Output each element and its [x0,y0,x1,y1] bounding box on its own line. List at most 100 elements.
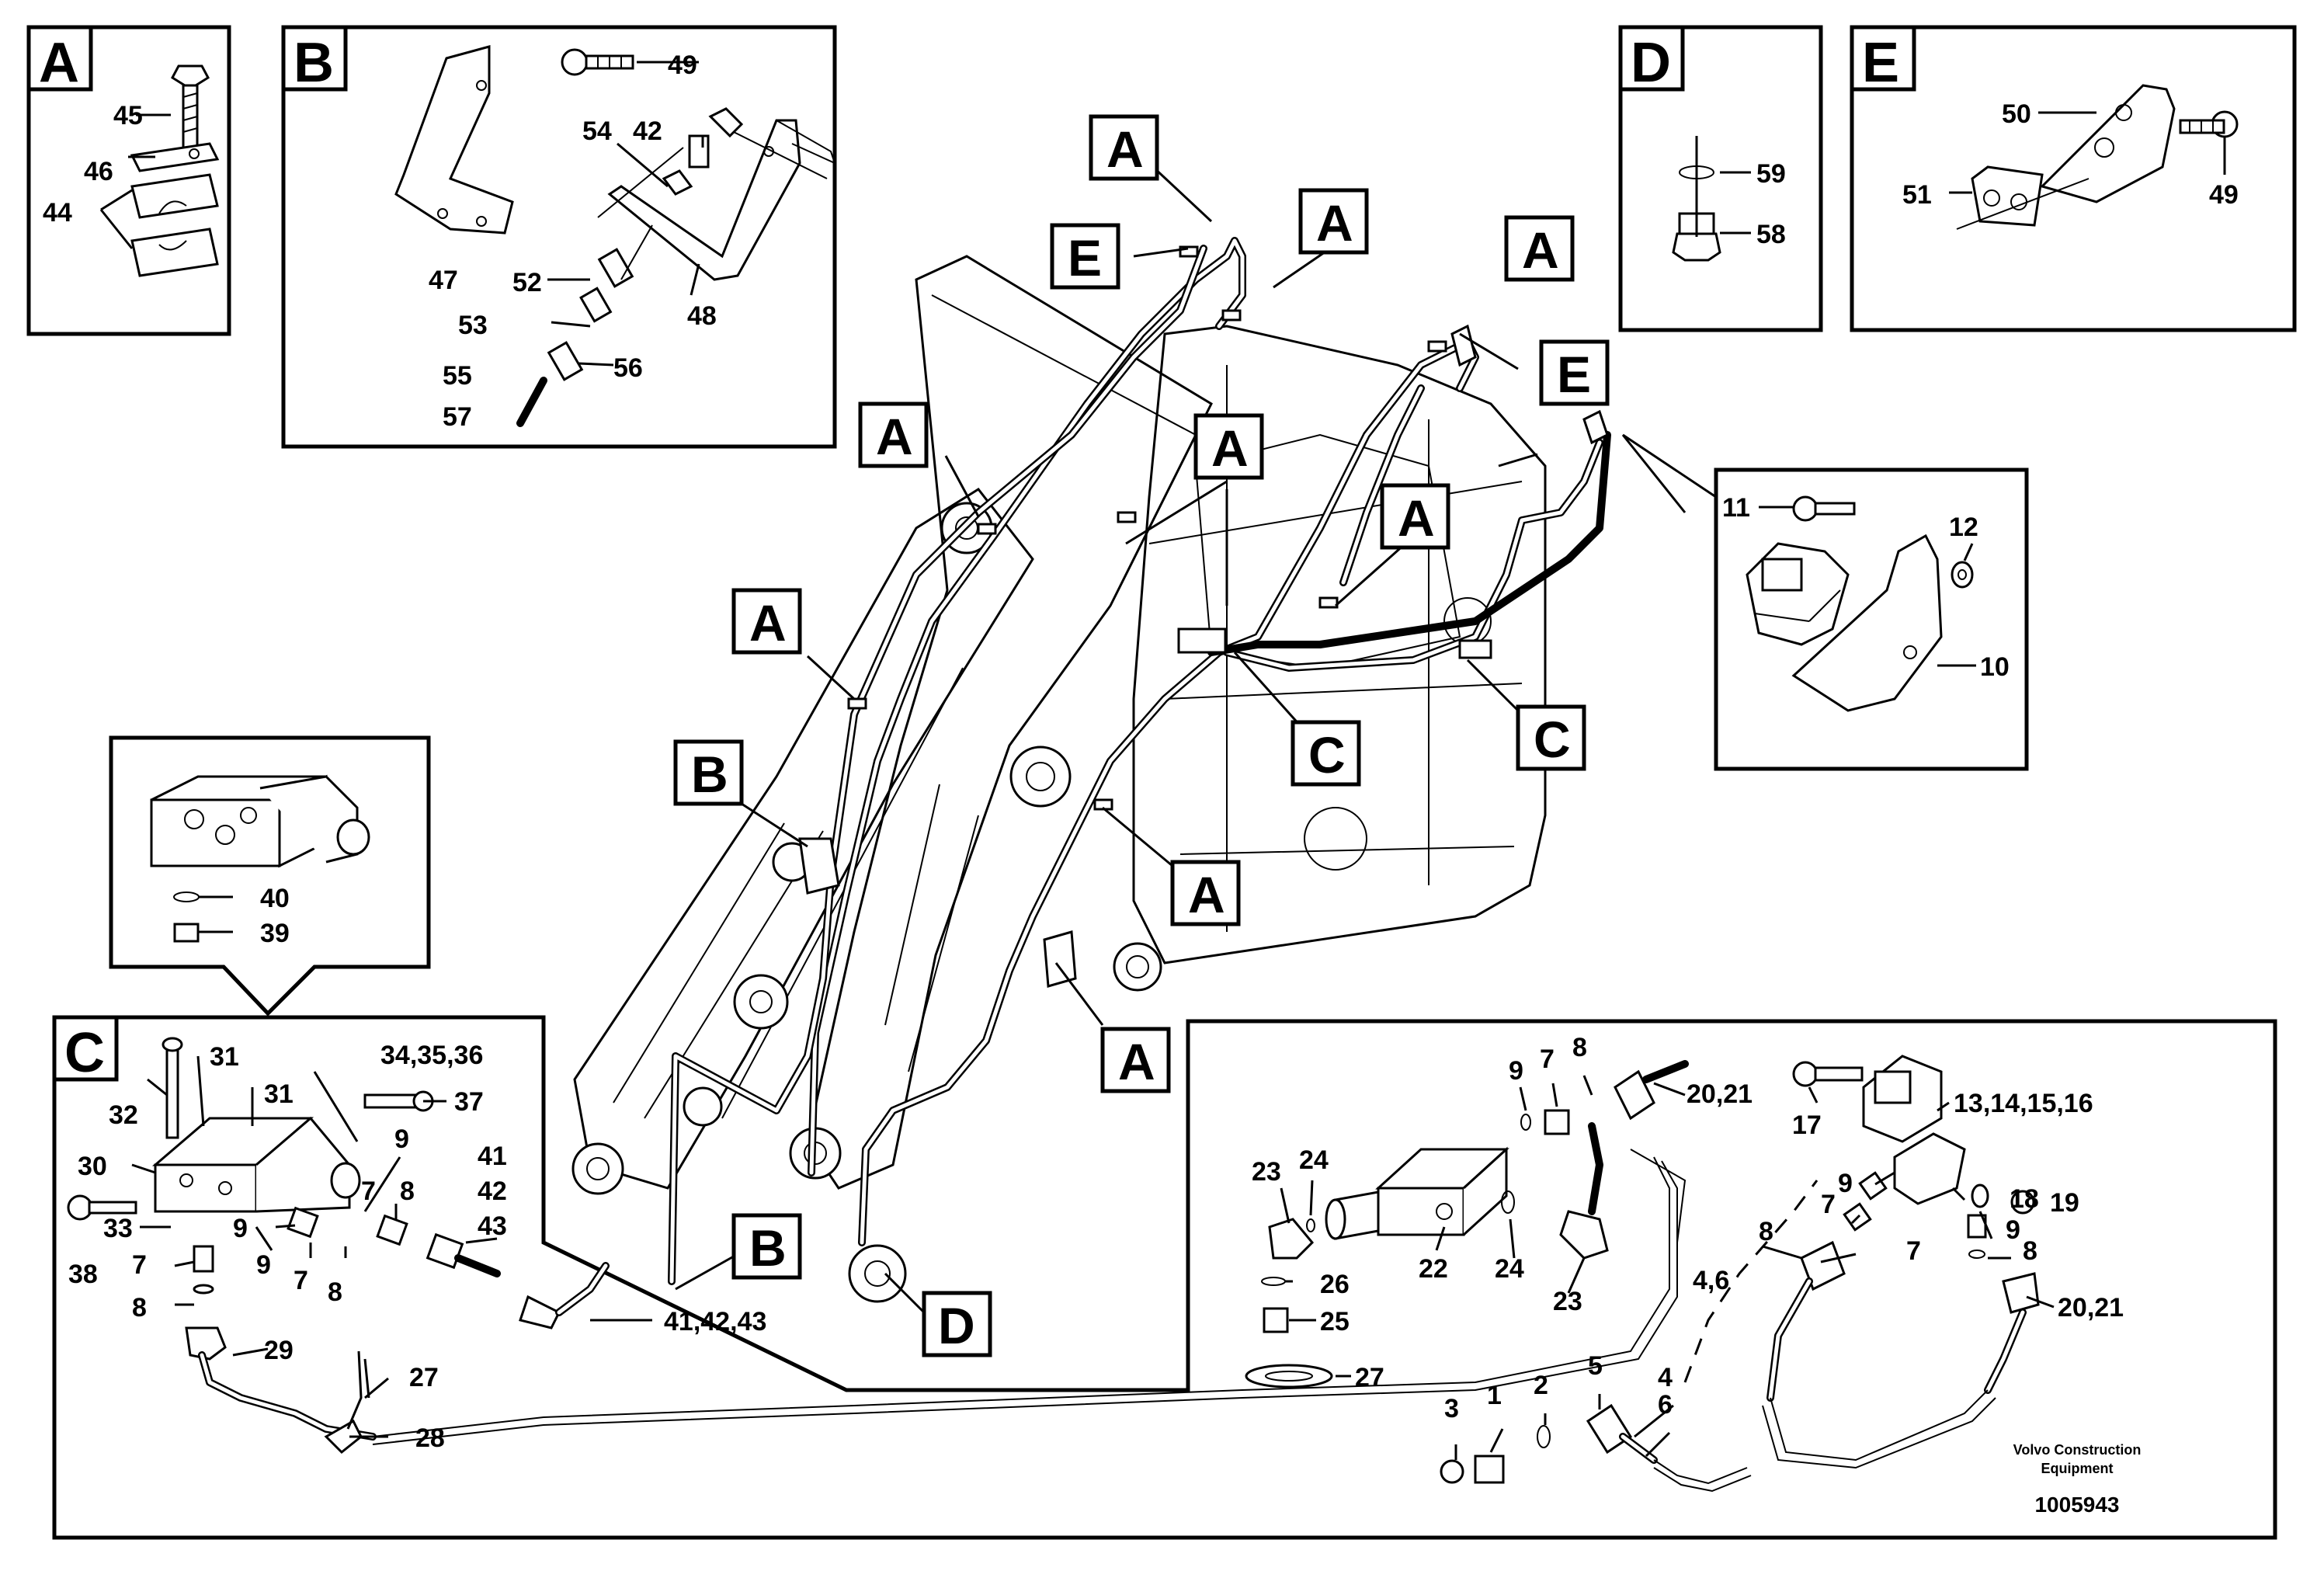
footer-company-line2: Equipment [2041,1461,2114,1476]
right-panel-part: 25 [1320,1307,1350,1336]
right-panel-part: 4 [1658,1363,1673,1392]
inset-C-part: 8 [400,1177,415,1206]
right-panel-part: 3 [1444,1394,1459,1423]
svg-text:A: A [1106,120,1144,178]
loader-arm-drawing [571,237,1611,1303]
inset-C-part: 28 [415,1423,445,1453]
inset-C-part: 37 [454,1087,484,1117]
svg-text:A: A [1118,1033,1155,1090]
right-panel-part: 20,21 [1687,1079,1753,1109]
inset-C-part: 31 [210,1042,239,1072]
inset-C-part: 8 [132,1293,147,1322]
right-panel-part: 26 [1320,1270,1350,1299]
svg-text:B: B [691,746,728,803]
inset-B-part: 55 [443,361,472,391]
inset-B-part: 47 [429,266,458,295]
inset-A-part: 44 [43,198,72,228]
callout-tag: C [1516,704,1586,771]
svg-text:A: A [1316,194,1353,252]
inset-solenoid-valve: 11 12 10 [1621,433,2029,771]
right-panel-part: 9 [1838,1169,1853,1198]
inset-A-part: 46 [84,157,113,186]
callout-tag: A [858,401,929,468]
inset-A-clamp-detail: A 45 46 44 [26,25,231,336]
callout-tag: A [1298,188,1369,255]
right-panel-part: 5 [1588,1351,1603,1381]
inset-C-part: 41 [478,1142,507,1171]
right-panel-part: 23 [1252,1157,1281,1187]
inset-B-part: 52 [512,268,542,297]
inset-C-part: 29 [264,1336,294,1365]
right-panel-part: 6 [1658,1390,1673,1420]
callout-tag: E [1050,223,1120,290]
callout-tag: A [1089,114,1159,181]
inset-block-part: 39 [260,919,290,948]
inset-B-bracket-detail: B 49 54 42 47 52 48 53 [281,25,837,449]
footer-drawing-number: 1005943 [2034,1493,2119,1517]
svg-text:A: A [1522,221,1559,279]
inset-C-part: 41,42,43 [664,1307,766,1336]
inset-valve-part: 10 [1980,652,2010,682]
right-panel-part: 1 [1487,1381,1502,1410]
right-panel-part: 19 [2050,1188,2079,1218]
callout-tag: B [731,1213,802,1280]
inset-B-title: B [294,32,334,94]
inset-valve-block: 40 39 [109,735,431,1017]
right-panel-part: 23 [1553,1287,1582,1316]
callout-tag: E [1539,339,1610,406]
svg-text:B: B [749,1219,787,1277]
inset-C-part: 27 [409,1363,439,1392]
inset-C-part: 9 [233,1214,248,1243]
right-panel-part: 8 [2023,1236,2037,1266]
right-panel-part: 7 [1906,1236,1921,1266]
right-panel-part: 9 [1509,1056,1523,1086]
inset-C-part: 43 [478,1211,507,1241]
inset-B-part: 48 [687,301,717,331]
right-panel-part: 2 [1534,1371,1548,1400]
inset-C-part: 9 [256,1250,271,1280]
main-callout-tags: A E A A E A A A A A C C B A B D [673,114,1610,1357]
svg-text:A: A [1398,489,1435,547]
callout-leaders [675,165,1538,1314]
inset-B-part: 56 [613,353,643,383]
right-panel-part: 20,21 [2058,1293,2124,1322]
inset-E-part: 50 [2002,99,2031,129]
inset-C-part: 33 [103,1214,133,1243]
inset-C-part: 9 [394,1124,409,1154]
svg-text:A: A [1188,866,1225,923]
callout-tag: A [1380,483,1450,550]
inset-D-plug-detail: D 59 58 [1618,25,1823,332]
inset-valve-part: 11 [1722,493,1750,523]
inset-block-part: 40 [260,884,290,913]
inset-E-part: 49 [2209,180,2239,210]
svg-text:E: E [1068,229,1102,287]
inset-C-part: 34,35,36 [380,1041,483,1070]
inset-C-part: 30 [78,1152,107,1181]
inset-C-part: 38 [68,1260,98,1289]
inset-C-part: 8 [328,1277,342,1307]
callout-tag: A [1170,860,1241,926]
right-panel-part: 27 [1355,1363,1384,1392]
right-panel-part: 7 [1540,1044,1555,1074]
inset-C-part: 7 [361,1177,376,1206]
svg-text:A: A [1211,419,1249,477]
inset-E-part: 51 [1902,180,1932,210]
svg-text:D: D [938,1297,975,1354]
right-panel-part: 4,6 [1693,1266,1729,1295]
inset-B-part: 57 [443,402,472,432]
right-panel-part: 24 [1495,1254,1524,1284]
svg-text:C: C [1308,726,1346,784]
inset-B-part: 54 [582,116,612,146]
inset-C-part: 7 [132,1250,147,1280]
inset-C-part: 7 [294,1266,308,1295]
inset-B-part: 49 [668,50,697,80]
inset-C-part: 31 [264,1079,294,1109]
inset-C-hose-detail: C 3 [52,1015,2277,1540]
callout-tag: A [1193,413,1264,480]
svg-text:A: A [749,594,787,652]
inset-valve-part: 12 [1949,513,1978,542]
right-panel-part: 13,14,15,16 [1954,1089,2093,1118]
callout-tag: A [1100,1027,1171,1093]
right-panel-part: 22 [1419,1254,1448,1284]
